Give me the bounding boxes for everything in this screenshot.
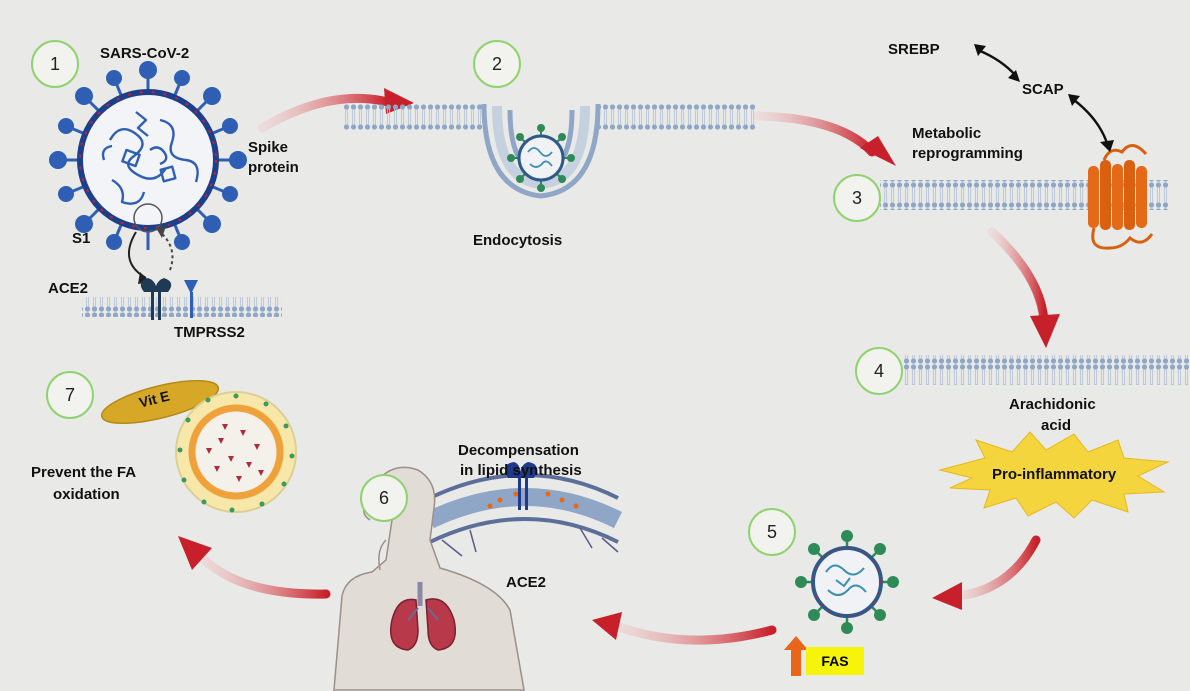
step-7-marker: 7 — [46, 371, 94, 419]
membrane-step-4 — [902, 355, 1190, 385]
arrow-burst-to-5-head — [932, 582, 962, 610]
small-virus-icon — [507, 124, 575, 192]
label-arachidonic-line-2: acid — [1041, 417, 1072, 434]
arrow-5-to-6 — [611, 621, 777, 645]
label-scap: SCAP — [1022, 81, 1064, 98]
arrow-3-to-4 — [987, 227, 1049, 325]
arrow-1-to-2 — [257, 93, 393, 133]
arrow-5-to-6-head — [592, 612, 622, 640]
step-3-marker: 3 — [833, 174, 881, 222]
label-decompensation-line-2: in lipid synthesis — [460, 462, 582, 479]
label-s1: S1 — [72, 230, 91, 247]
virus-step-5-icon — [795, 530, 899, 634]
srebp-scap-arrows — [974, 44, 1114, 152]
vitamin-e-capsule-icon — [100, 379, 220, 425]
label-pro-inflammatory: Pro-inflammatory — [992, 466, 1117, 483]
arrow-6-to-7 — [195, 551, 331, 599]
arrow-burst-to-5 — [953, 535, 1041, 601]
arrow-2-to-3-head — [860, 136, 896, 166]
label-srebp: SREBP — [888, 41, 940, 58]
flow-arrows — [178, 88, 1060, 645]
label-sars-cov-2: SARS-CoV-2 — [100, 45, 190, 62]
label-prevent-line-2: oxidation — [53, 486, 120, 503]
label-decompensation-line-1: Decompensation — [458, 442, 579, 459]
step-5-marker: 5 — [748, 508, 796, 556]
receptor-icon — [140, 278, 172, 320]
label-metabolic-line-2: reprogramming — [912, 145, 1023, 162]
lipid-droplet-icon — [175, 391, 297, 513]
label-spike-line-1: Spike — [248, 139, 289, 156]
label-prevent-line-1: Prevent the FA — [31, 464, 137, 481]
scap-protein-icon — [1088, 144, 1154, 250]
ace2-binding — [82, 203, 282, 320]
step-2-marker: 2 — [473, 40, 521, 88]
curved-membrane — [426, 462, 623, 557]
human-figure-icon — [333, 466, 525, 691]
label-ace2: ACE2 — [48, 280, 89, 297]
label-metabolic-line-1: Metabolic — [912, 125, 982, 142]
arrow-2-to-3 — [753, 111, 877, 157]
up-arrow-icon — [784, 636, 808, 676]
step-1-marker: 1 — [31, 40, 79, 88]
label-fas: FAS — [806, 647, 864, 675]
step-4-marker: 4 — [855, 347, 903, 395]
step-6-marker: 6 — [360, 474, 408, 522]
lungs-icon — [390, 582, 456, 651]
label-endocytosis: Endocytosis — [473, 232, 563, 249]
label-arachidonic-line-1: Arachidonic — [1009, 396, 1096, 413]
label-ace2-lower: ACE2 — [506, 574, 547, 591]
arrow-3-to-4-head — [1030, 314, 1060, 348]
arrow-6-to-7-head — [178, 536, 212, 570]
label-tmprss2: TMPRSS2 — [174, 324, 245, 341]
sars-cov-2-virus-icon — [49, 61, 247, 250]
pro-inflammatory-burst — [938, 431, 1170, 519]
label-spike-line-2: protein — [248, 159, 299, 176]
